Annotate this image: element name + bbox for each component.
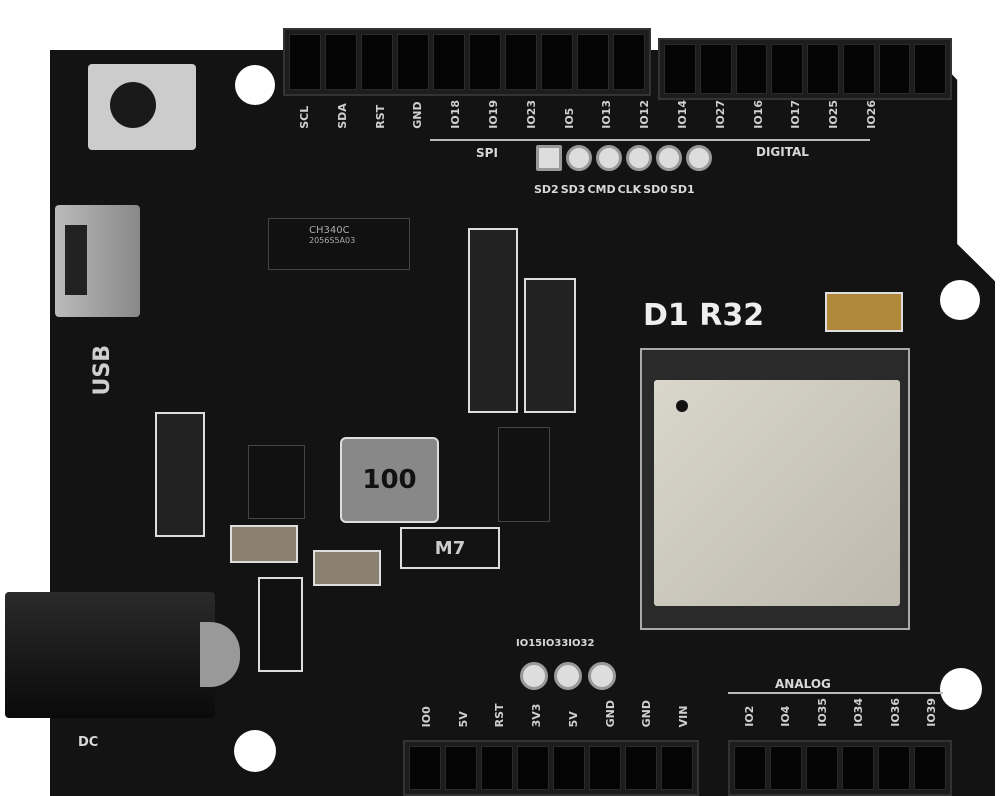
pin-label: GND (411, 101, 425, 129)
dc-label: DC (78, 735, 99, 750)
pin-label: IO23 (524, 100, 538, 129)
analog-header-labels: IO2 IO4 IO35 IO34 IO36 IO39 (743, 698, 938, 727)
rf-shield-can (654, 380, 900, 606)
resistor-array (468, 228, 518, 413)
pin-label: IO27 (713, 100, 727, 129)
pin-label: GND (603, 700, 617, 728)
pin-label: IO39 (924, 698, 938, 727)
mounting-hole (234, 730, 276, 772)
led-array (524, 278, 576, 413)
power-header (403, 740, 699, 796)
usb-label: USB (90, 345, 115, 396)
pin-label: IO12 (638, 100, 652, 129)
pin-label: IO17 (789, 100, 803, 129)
pin-label: IO18 (449, 100, 463, 129)
pin-label: IO13 (600, 100, 614, 129)
pin1-dot (676, 400, 688, 412)
pin-label: IO0 (420, 706, 433, 728)
pad-label: IO15 (516, 638, 543, 649)
pin-label: VIN (676, 705, 690, 728)
capacitor (230, 525, 298, 563)
dc-barrel-jack (5, 592, 240, 718)
button-cap[interactable] (110, 82, 156, 128)
pin-label: IO34 (852, 698, 866, 727)
pin-label: RST (493, 703, 507, 728)
pin-label: IO36 (888, 698, 902, 727)
mounting-hole (940, 668, 982, 710)
pin-label: IO14 (675, 100, 689, 129)
pin-label: IO25 (827, 100, 841, 129)
top-header-left (283, 28, 651, 96)
pad-label: SD3 (560, 183, 586, 196)
pin-label: IO19 (486, 100, 500, 129)
spi-pad-labels: SD2 SD3 CMD CLK SD0 SD1 (534, 183, 695, 196)
silk-line (728, 692, 943, 694)
reset-button[interactable] (88, 64, 196, 150)
mounting-hole (940, 280, 980, 320)
voltage-regulator (498, 427, 550, 522)
usb-opening (65, 225, 87, 295)
micro-usb-port (55, 205, 140, 317)
pad-label: SD1 (669, 183, 695, 196)
pin-label: IO26 (864, 100, 878, 129)
pad-label: IO33 (542, 638, 569, 649)
chip-code: 2056S5A03 (309, 236, 356, 245)
analog-label: ANALOG (775, 677, 831, 691)
diode: M7 (400, 527, 500, 569)
pin-label: 3V3 (530, 703, 544, 728)
mid-pad-labels: IO15 IO33 IO32 (516, 638, 594, 649)
pin-label: GND (640, 700, 654, 728)
inductor: 100 (340, 437, 439, 523)
pad-label: SD2 (534, 183, 559, 196)
diode (258, 577, 303, 672)
spi-label: SPI (476, 146, 498, 160)
pad-label: CLK (617, 183, 642, 196)
pin-label: IO5 (562, 107, 576, 129)
spi-pads (536, 145, 712, 171)
esp32-module (640, 348, 910, 630)
pin-label: RST (373, 104, 387, 129)
silk-line (430, 139, 870, 141)
pad-label: SD0 (643, 183, 668, 196)
resistor-array (155, 412, 205, 537)
regulator-ic (248, 445, 305, 519)
power-header-labels: IO0 5V RST 3V3 5V GND GND VIN (420, 700, 690, 727)
pad-label: IO32 (568, 638, 595, 649)
pin-label: IO16 (751, 100, 765, 129)
analog-header (728, 740, 952, 796)
mid-pads (520, 662, 616, 690)
pin-label: IO2 (743, 705, 756, 727)
board-name: D1 R32 (643, 298, 765, 333)
chip-label: CH340C (309, 225, 350, 236)
pin-label: IO4 (779, 705, 793, 727)
pin-label: SCL (298, 105, 311, 129)
usb-serial-chip: CH340C 2056S5A03 (268, 218, 410, 270)
pin-label: IO35 (815, 698, 829, 727)
tantalum-capacitor (825, 292, 903, 332)
top-header-right (658, 38, 952, 100)
top-header-labels: SCL SDA RST GND IO18 IO19 IO23 IO5 IO13 … (298, 100, 878, 129)
capacitor (313, 550, 381, 586)
pin-label: SDA (335, 103, 349, 129)
pin-label: 5V (566, 711, 580, 728)
pad-label: CMD (587, 183, 616, 196)
pin-label: 5V (456, 711, 470, 728)
digital-label: DIGITAL (756, 145, 809, 159)
mounting-hole (235, 65, 275, 105)
